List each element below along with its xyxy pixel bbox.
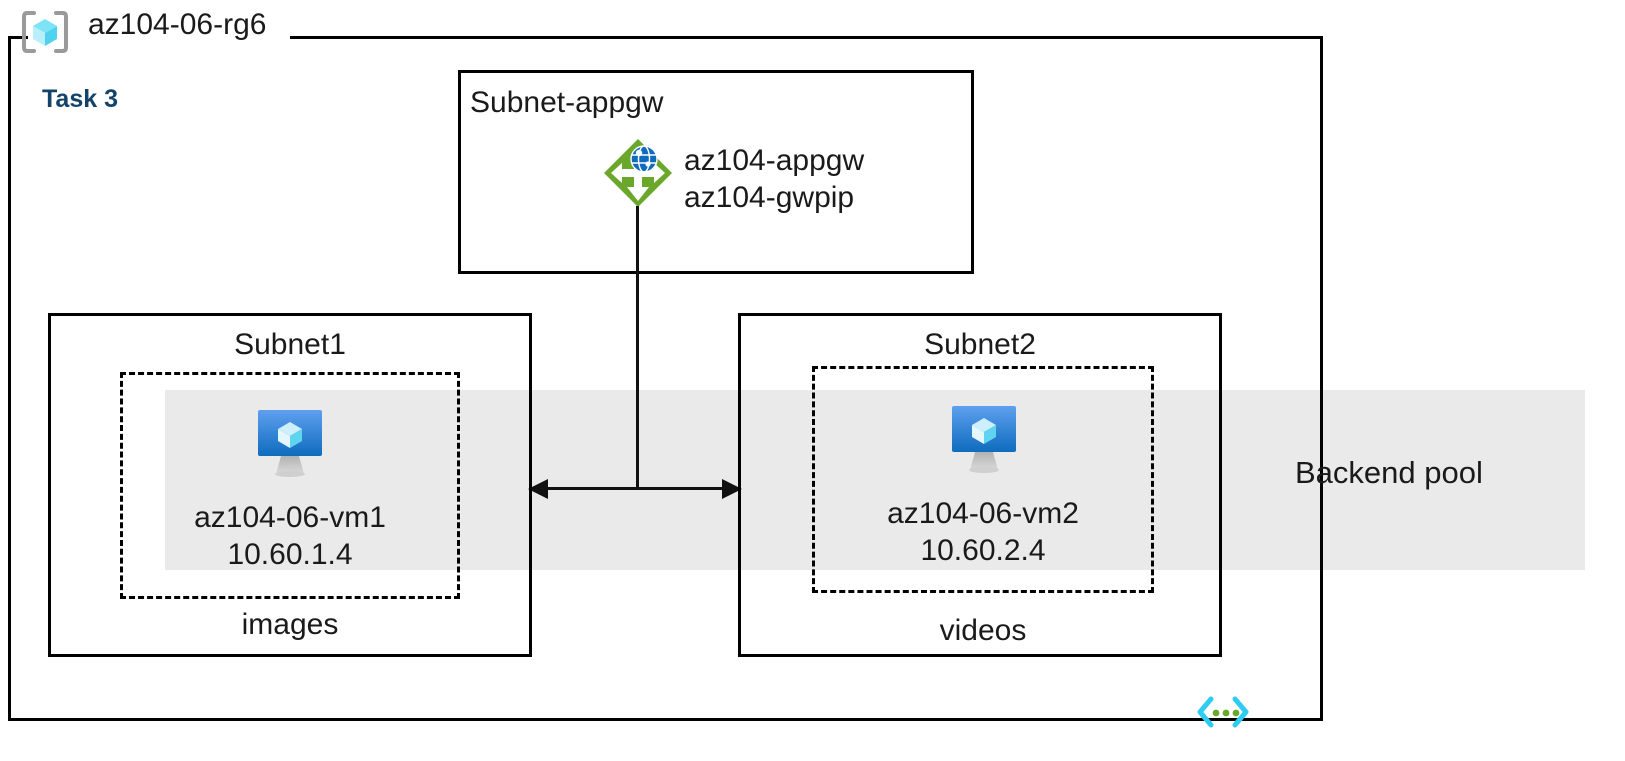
vm1-name: az104-06-vm1: [194, 501, 386, 534]
resource-group-border-right: [1320, 36, 1323, 721]
resource-group-border-left: [8, 36, 11, 721]
resource-group-border-top-left: [8, 36, 28, 39]
subnet2-box: [738, 313, 1222, 657]
appgw-vertical-connector: [636, 206, 639, 489]
backend-pool-band: [165, 390, 1585, 570]
virtual-machine-icon-vm1: [251, 406, 329, 478]
vm2-ip: 10.60.2.4: [920, 534, 1046, 567]
subnet1-vm-group: [120, 372, 460, 599]
subnet2-title: Subnet2: [924, 328, 1036, 361]
subnet-link-arrow-shaft: [536, 487, 732, 490]
vm2-name: az104-06-vm2: [887, 497, 1079, 530]
resource-group-border-top-right: [290, 36, 1323, 39]
virtual-machine-icon-vm2: [945, 402, 1023, 474]
application-gateway-icon: [602, 137, 674, 209]
subnet-link-arrow-head-left: [528, 479, 548, 499]
vm1-ip: 10.60.1.4: [227, 538, 353, 571]
appgw-pip-name: az104-gwpip: [684, 181, 855, 214]
code-brackets-icon: [1196, 694, 1250, 730]
subnet1-footer-label: images: [241, 608, 339, 641]
task-label: Task 3: [42, 85, 118, 113]
appgw-resource-name: az104-appgw: [684, 144, 865, 177]
subnet2-vm-group: [812, 366, 1154, 593]
resource-group-title: az104-06-rg6: [88, 8, 267, 41]
resource-group-cube-icon: [22, 10, 68, 54]
resource-group-border-bottom: [8, 718, 1323, 721]
subnet-appgw-box: [458, 70, 974, 274]
subnet2-footer-label: videos: [939, 614, 1027, 647]
subnet-link-arrow-head-right: [722, 479, 742, 499]
subnet1-box: [48, 313, 532, 657]
subnet1-title: Subnet1: [234, 328, 346, 361]
backend-pool-label: Backend pool: [1295, 455, 1483, 490]
subnet-appgw-title: Subnet-appgw: [470, 86, 664, 119]
